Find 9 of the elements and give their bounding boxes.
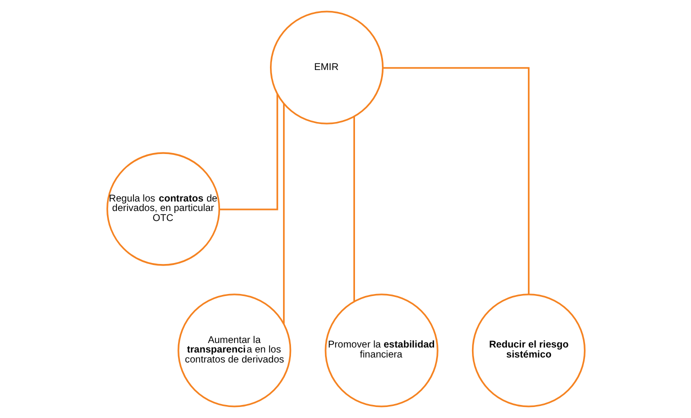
connector	[282, 104, 284, 324]
node-circle: Regula los contratos de derivados, en particular OTC	[106, 152, 220, 266]
node-circle: Reducir el riesgo sistémico	[471, 294, 586, 408]
node-circle: EMIR	[269, 10, 384, 124]
connector	[352, 116, 354, 302]
node-circle: Aumentar la transparencia en los contratos de derivados	[177, 294, 291, 408]
connector	[218, 94, 278, 210]
node-circle: Promover la estabilidad financiera	[324, 294, 438, 408]
connector	[382, 67, 530, 294]
